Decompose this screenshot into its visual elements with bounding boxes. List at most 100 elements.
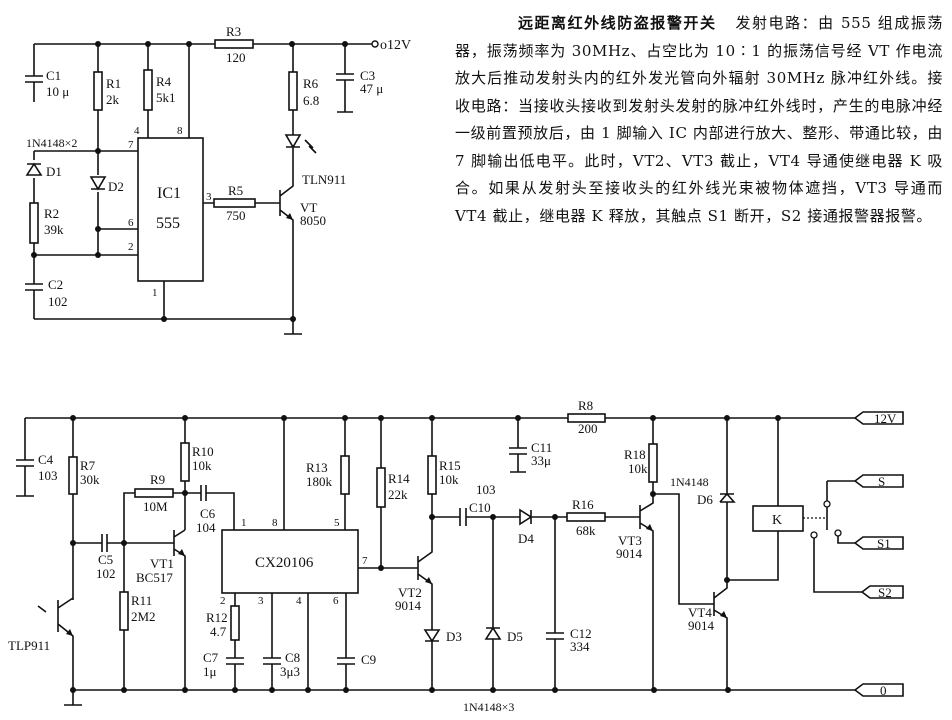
rx-r10 <box>180 442 190 482</box>
tx-r2 <box>29 202 39 244</box>
pin-label: 3 <box>258 595 264 607</box>
pin-label: 5 <box>334 517 340 529</box>
rx-r8-value: 200 <box>578 421 598 436</box>
rx-r16-label: R16 <box>572 497 594 512</box>
tx-c3-label: C3 <box>360 68 375 83</box>
rx-s2-terminal <box>860 585 904 599</box>
tx-ground-icon <box>284 319 302 335</box>
rx-d3 <box>423 625 441 690</box>
description-paragraph: 远距离红外线防盗报警开关 发射电路：由 555 组成振荡器，振荡频率为 30MH… <box>455 10 943 230</box>
tx-r5-label: R5 <box>228 183 243 198</box>
tx-r4 <box>143 69 153 111</box>
rx-cx20106 <box>221 529 359 594</box>
rx-r12-value: 4.7 <box>210 624 227 639</box>
junction <box>161 316 167 322</box>
pin-label: 2 <box>220 595 226 607</box>
pin-label: 3 <box>206 191 212 203</box>
light-arrows-icon <box>37 605 47 613</box>
rx-r18 <box>648 443 658 483</box>
rx-s2-label: S2 <box>878 585 892 600</box>
pin-label: 4 <box>296 595 302 607</box>
rx-r7-value: 30k <box>80 472 100 487</box>
contact-s1 <box>834 529 842 537</box>
tx-supply-label: o12V <box>380 38 411 53</box>
rx-tlp911 <box>57 597 82 706</box>
rx-c8-label: C8 <box>285 650 300 665</box>
rx-vcc-terminal <box>853 411 904 425</box>
tx-c2-label: C2 <box>48 277 63 292</box>
rx-d5-label: D5 <box>507 629 523 644</box>
description: 远距离红外线防盗报警开关 发射电路：由 555 组成振荡器，振荡频率为 30MH… <box>455 10 943 230</box>
rx-c6-value: 104 <box>196 520 216 535</box>
rx-r15 <box>427 455 437 495</box>
tx-r3-value: 120 <box>226 50 246 65</box>
tx-r1-label: R1 <box>106 76 121 91</box>
rx-r16-value: 68k <box>576 523 596 538</box>
tx-r3 <box>214 39 254 49</box>
tx-d1-label: D1 <box>46 164 62 179</box>
rx-c4 <box>16 418 34 497</box>
rx-c5-label: C5 <box>98 552 113 567</box>
junction <box>95 252 101 258</box>
rx-d6-part: 1N4148 <box>670 475 709 489</box>
rx-r15-label: R15 <box>439 458 461 473</box>
tx-r1 <box>93 71 103 111</box>
tx-ic1-name: IC1 <box>157 185 181 202</box>
rx-relay-k <box>752 505 804 532</box>
rx-c12-label: C12 <box>570 626 592 641</box>
rx-r10-label: R10 <box>192 444 214 459</box>
tx-r1-value: 2k <box>106 92 120 107</box>
tx-r6-label: R6 <box>303 76 319 91</box>
rx-r13-value: 180k <box>306 474 333 489</box>
tx-d2 <box>89 176 107 191</box>
pin-label: 1 <box>152 287 158 299</box>
rx-r8-label: R8 <box>578 398 593 413</box>
pin-label: 6 <box>128 217 134 229</box>
rx-r9-value: 10M <box>143 499 168 514</box>
pin-label: 7 <box>362 555 368 567</box>
rx-vt2-label: VT2 <box>398 585 422 600</box>
rx-c4-label: C4 <box>38 452 54 467</box>
rx-d6-label: D6 <box>697 492 713 507</box>
rx-gnd-terminal <box>853 683 904 697</box>
tx-c2 <box>25 255 43 319</box>
pin-label: 6 <box>333 595 339 607</box>
rx-c6 <box>200 485 207 501</box>
rx-d4-label: D4 <box>518 531 534 546</box>
rx-relay-label: K <box>772 513 782 528</box>
tx-ir-led-icon <box>284 134 302 155</box>
rx-c8-value: 3μ3 <box>280 664 300 679</box>
rx-c12-value: 334 <box>570 639 590 654</box>
tx-ic1 <box>137 137 204 282</box>
rx-s-terminal <box>853 474 904 488</box>
rx-r7 <box>68 456 78 495</box>
tx-d2-label: D2 <box>108 179 124 194</box>
rx-tlp-label: TLP911 <box>8 638 50 653</box>
rx-c6-label: C6 <box>200 506 216 521</box>
rx-d6 <box>719 418 736 580</box>
rx-d4 <box>519 508 572 526</box>
rx-c5 <box>101 534 108 552</box>
description-body: 发射电路：由 555 组成振荡器，振荡频率为 30MHz、占空比为 10∶1 的… <box>455 14 944 225</box>
rx-r13 <box>340 455 350 495</box>
rx-r14 <box>376 467 386 508</box>
rx-r9 <box>134 488 174 498</box>
pin-label: 2 <box>128 241 134 253</box>
rx-c7-value: 1μ <box>203 664 217 679</box>
tx-r6 <box>288 71 298 111</box>
rx-c7 <box>226 657 244 665</box>
rx-r16 <box>566 512 606 522</box>
pin-label: 4 <box>134 125 140 137</box>
rx-r14-value: 22k <box>388 487 408 502</box>
rx-c11 <box>509 418 527 473</box>
rx-c8 <box>263 593 281 690</box>
rx-c5-value: 102 <box>96 566 116 581</box>
rx-r18-label: R18 <box>624 447 646 462</box>
rx-vt1-value: BC517 <box>136 570 173 585</box>
pin-label: 7 <box>128 139 134 151</box>
rx-c10-value: 103 <box>476 482 496 497</box>
rx-d3-label: D3 <box>446 629 462 644</box>
tx-r6-value: 6.8 <box>303 93 319 108</box>
rx-c12 <box>546 517 564 690</box>
contact-s2 <box>810 531 818 539</box>
